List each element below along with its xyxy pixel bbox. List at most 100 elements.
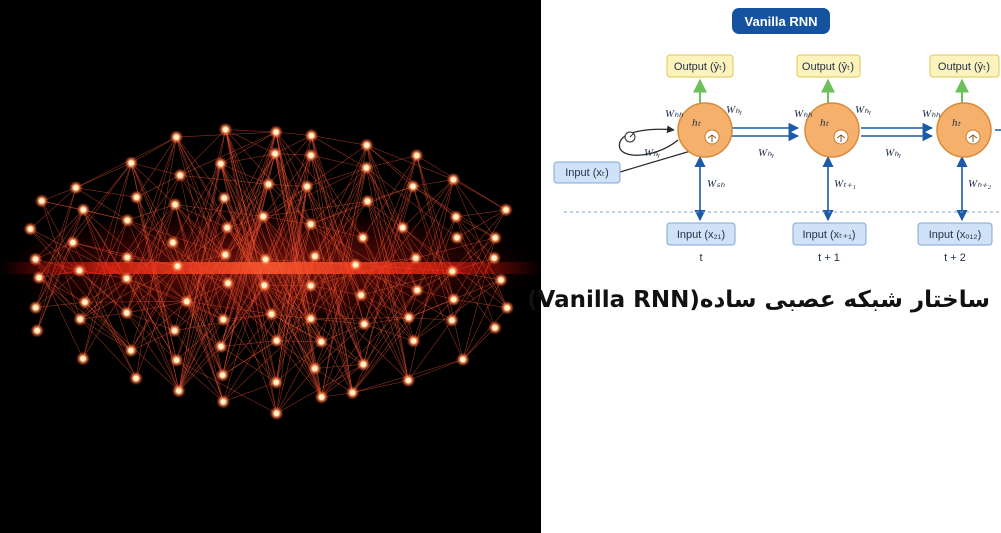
network-node (260, 213, 266, 220)
network-edge (265, 155, 312, 260)
neural-network-graphic (0, 122, 541, 421)
network-edge (310, 318, 365, 325)
network-edge (416, 155, 507, 211)
network-edge (275, 186, 308, 383)
network-edge (263, 200, 368, 217)
network-edge (263, 186, 308, 217)
network-edge (413, 299, 454, 342)
network-edge (408, 317, 453, 321)
network-edge (186, 301, 272, 315)
network-node (261, 282, 267, 289)
network-edge (263, 216, 311, 225)
network-edge (126, 204, 176, 313)
weight-label: Wₕᵧ (726, 104, 743, 116)
network-node (361, 321, 367, 327)
network-node (414, 287, 420, 293)
network-edge (126, 312, 180, 391)
network-edge (453, 179, 496, 239)
network-edge (367, 201, 418, 291)
network-node (262, 256, 269, 262)
network-edge (452, 209, 507, 272)
network-edge (352, 380, 409, 393)
network-node (133, 375, 139, 381)
network-edge (227, 132, 277, 284)
network-edge (310, 200, 368, 225)
network-edge (226, 131, 277, 228)
network-edge (84, 278, 127, 303)
network-node (174, 263, 181, 269)
network-node (273, 379, 279, 385)
network-edge (310, 318, 353, 393)
network-edge (177, 227, 228, 267)
network-node (70, 239, 76, 246)
network-edge (276, 135, 312, 341)
loop-weight-label: Wₕᵧ (644, 147, 661, 159)
network-edge (453, 209, 507, 300)
network-edge (126, 278, 224, 320)
network-edge (176, 198, 225, 361)
network-edge (126, 312, 175, 331)
network-edge (38, 277, 86, 303)
network-edge (321, 167, 367, 342)
network-edge (311, 135, 367, 169)
network-node (273, 129, 279, 135)
network-edge (135, 137, 177, 379)
network-edge (462, 279, 502, 360)
network-edge (366, 144, 454, 180)
network-node (176, 388, 182, 394)
network-edge (263, 155, 312, 217)
network-edge (310, 155, 367, 169)
network-edge (408, 271, 453, 318)
svg-text:hₜ: hₜ (820, 117, 830, 129)
network-node (399, 225, 406, 231)
network-node (450, 176, 457, 183)
network-edge (131, 162, 181, 176)
network-edge (84, 220, 128, 303)
network-node (308, 316, 314, 322)
network-edge (416, 155, 453, 272)
network-node (124, 310, 130, 316)
network-node (225, 280, 231, 286)
network-edge (364, 186, 414, 325)
network-edge (451, 237, 496, 321)
network-edge (402, 179, 454, 228)
network-edge (178, 319, 224, 391)
network-edge (79, 270, 137, 379)
network-edge (35, 270, 80, 308)
network-edge (179, 175, 226, 255)
rnn-diagram-svg: Vanilla RNN Output (ŷₜ) Output (ŷₜ) Outp… (553, 8, 1001, 264)
network-edge (310, 167, 367, 225)
network-edge (35, 209, 84, 308)
network-edge (311, 135, 364, 365)
network-edge (366, 144, 414, 187)
network-edge (453, 299, 508, 309)
network-edge (80, 312, 127, 320)
network-edge (83, 209, 128, 221)
network-edge (310, 285, 409, 381)
network-edge (223, 319, 277, 383)
network-edge (314, 368, 353, 393)
input-box-1: Input (x₂₁) (666, 222, 736, 246)
network-node (218, 343, 224, 350)
network-edge (36, 242, 74, 331)
network-edge (127, 220, 178, 267)
svg-text:Input (xₒ₁₂): Input (xₒ₁₂) (929, 229, 981, 241)
network-edge (75, 187, 128, 221)
network-edge (126, 136, 177, 279)
network-node (308, 132, 315, 139)
network-node (319, 394, 325, 400)
network-node (352, 262, 359, 268)
network-node (411, 338, 417, 344)
network-edge (180, 131, 277, 176)
network-node (220, 399, 226, 405)
network-edge (275, 256, 316, 383)
network-edge (136, 175, 181, 198)
network-edge (306, 186, 362, 296)
rnn-diagram: Vanilla RNN Output (ŷₜ) Output (ŷₜ) Outp… (544, 0, 1001, 268)
network-edge (75, 187, 137, 198)
network-edge (362, 237, 409, 381)
network-edge (177, 197, 225, 267)
input-side-connector (619, 149, 695, 173)
network-node (449, 268, 455, 274)
network-node (184, 298, 190, 305)
